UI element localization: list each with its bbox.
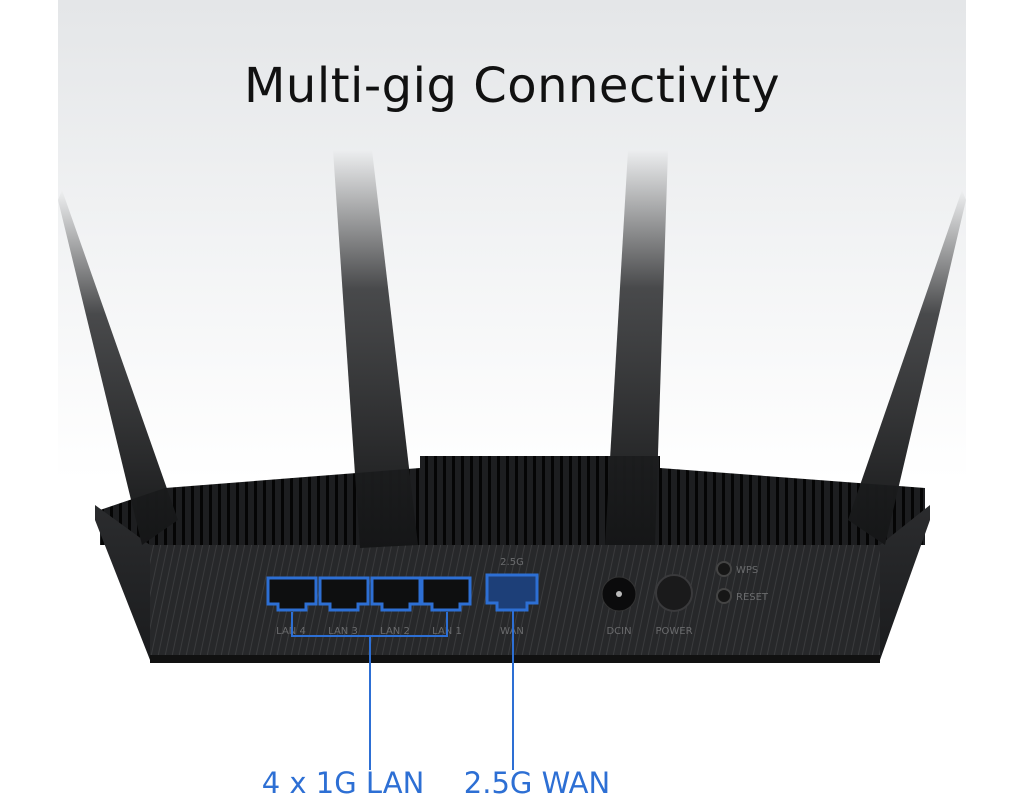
lan2-label: LAN 2 [380,626,410,637]
lan-port-4 [266,576,318,612]
lan3-label: LAN 3 [328,626,358,637]
antenna-4 [848,190,966,545]
router-top [100,456,925,545]
lan-port-2 [370,576,422,612]
page-title: Multi-gig Connectivity [244,58,780,114]
power-label: POWER [655,626,692,637]
antenna-1 [58,190,178,545]
reset-label: RESET [736,592,769,603]
lan-ports [266,573,539,612]
wan-speed-label: 2.5G [500,557,524,568]
wps-button [716,561,732,577]
lan-port-1 [420,576,472,612]
power-button [655,574,693,612]
lan-port-3 [318,576,370,612]
wan-callout: 2.5G WAN [463,766,611,800]
reset-button [716,588,732,604]
antenna-2 [333,150,418,548]
antenna-3 [605,150,668,545]
wps-label: WPS [736,565,758,576]
lan-callout-line [291,612,448,770]
lan-callout: 4 x 1G LAN [261,766,425,800]
wan-port [485,573,539,612]
dcin-label: DCIN [606,626,631,637]
